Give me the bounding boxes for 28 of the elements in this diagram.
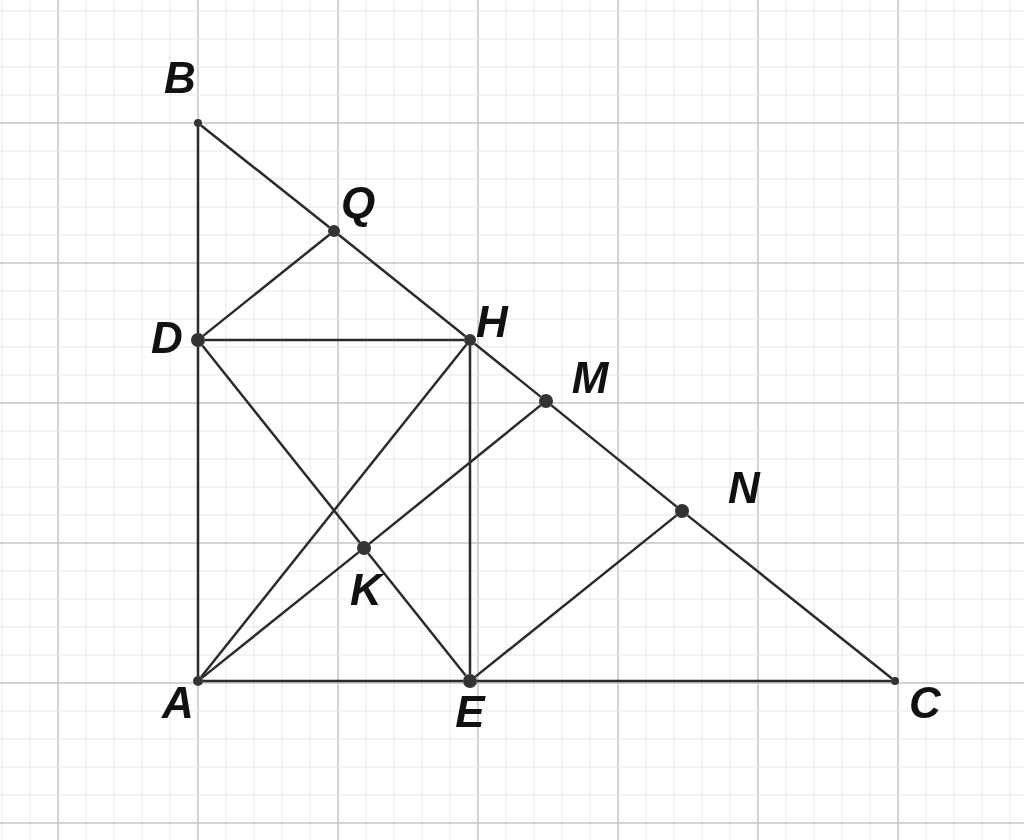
line-segment (468, 346, 472, 674)
line-segment (473, 342, 542, 398)
line-segment (205, 338, 464, 342)
point-label: N (728, 466, 760, 510)
line-segment (337, 233, 467, 338)
line-segment (477, 679, 891, 683)
line-segment (203, 679, 463, 683)
point-label: K (350, 568, 382, 612)
point-label: Q (340, 181, 376, 225)
point-label: B (164, 56, 196, 100)
point-label: C (909, 681, 941, 725)
point-label: M (571, 356, 609, 400)
line-segment (368, 404, 542, 545)
line-segment (550, 404, 678, 508)
line-segment (200, 343, 468, 678)
line-segment (474, 514, 678, 678)
line-segment (201, 551, 360, 679)
line-segment (196, 127, 200, 333)
line-segment (202, 233, 331, 337)
line-segment (201, 344, 361, 544)
line-segment (196, 347, 200, 676)
point-label: E (455, 690, 485, 734)
line-segment (367, 552, 467, 677)
point-label: H (476, 300, 508, 344)
point-label: D (151, 316, 183, 360)
line-segment (200, 124, 331, 229)
line-segment (686, 514, 893, 680)
point-label: A (162, 681, 194, 725)
